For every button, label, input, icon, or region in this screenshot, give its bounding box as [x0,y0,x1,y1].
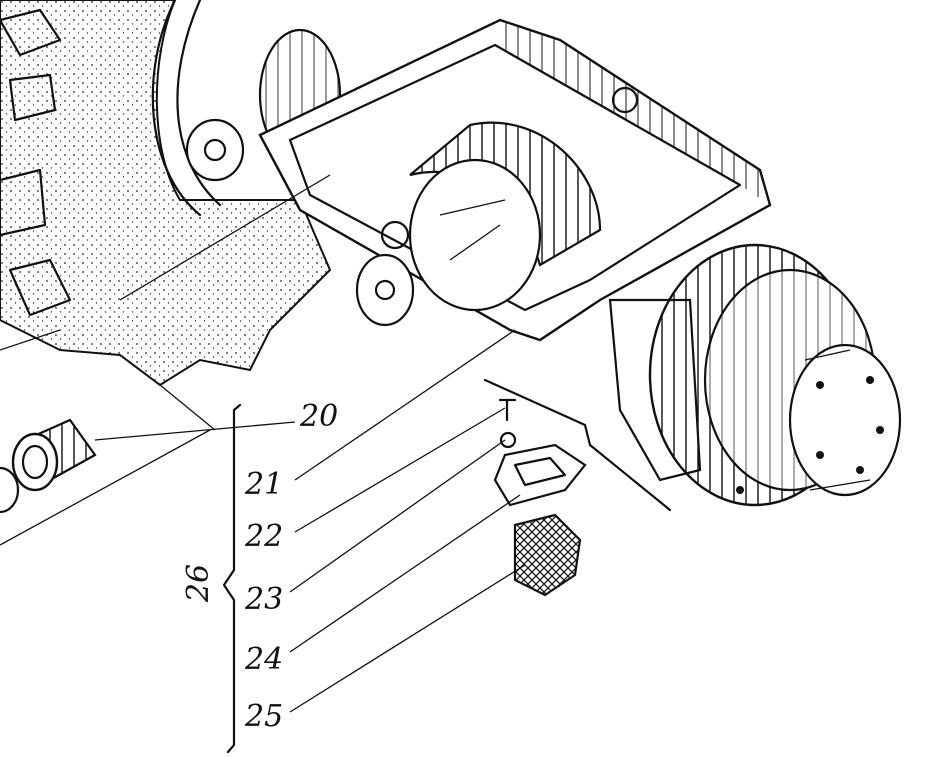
part-25-filter-mesh [513,513,582,597]
bracket-26 [222,403,242,754]
group-bracket-right [483,378,672,512]
callout-22: 22 [245,519,284,554]
part-20-bushing [0,418,97,514]
part-23-washer [499,431,517,449]
callout-21: 21 [245,467,284,502]
housing-casting [0,0,332,387]
drum [408,121,602,312]
flange-small [355,253,415,327]
callout-23: 23 [245,582,284,617]
part-24-gasket [493,443,587,507]
leader-lines [0,174,526,713]
wheel-hub [608,243,902,507]
part-22-screw [498,398,517,422]
callout-25: 25 [245,699,284,734]
callout-24: 24 [245,642,284,677]
callout-26: 26 [181,563,217,603]
callout-20: 20 [300,399,339,434]
